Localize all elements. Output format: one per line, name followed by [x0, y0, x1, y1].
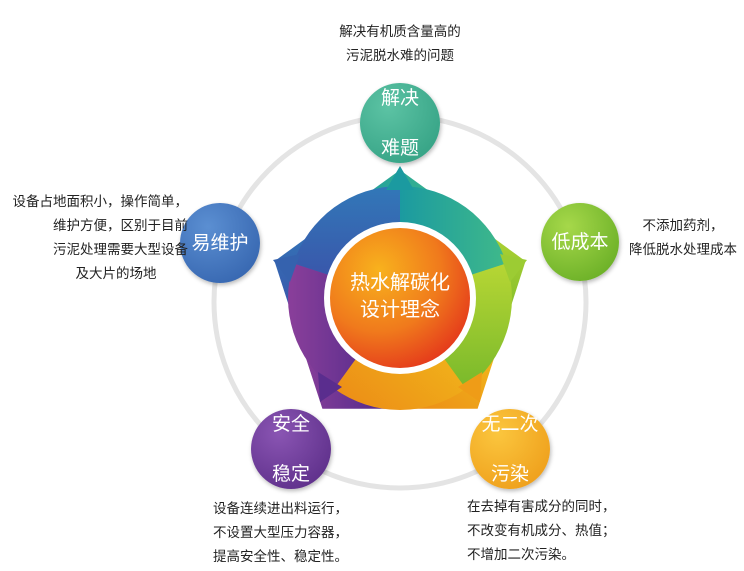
desc-bottom-right-line1: 在去掉有害成分的同时， [467, 499, 616, 515]
node-safe-stable-line2: 稳定 [271, 462, 310, 485]
node-no-secondary-pollution: 无二次 污染 [470, 409, 550, 489]
node-safe-stable-line1: 安全 [271, 412, 310, 435]
node-easy-maintenance: 易维护 [180, 203, 260, 283]
node-low-cost-label: 低成本 [551, 230, 609, 253]
node-solve-problem-line2: 难题 [380, 136, 419, 159]
node-easy-maintenance-label: 易维护 [191, 231, 249, 254]
node-solve-problem: 解决 难题 [360, 83, 440, 163]
center-title-line1: 热水解碳化 [350, 270, 450, 294]
desc-safe-stable: 设备连续进出料运行， 不设置大型压力容器， 提高安全性、稳定性。 [213, 497, 348, 569]
node-no-pollution-line2: 污染 [490, 462, 529, 485]
pointer-left [273, 254, 300, 282]
node-low-cost: 低成本 [541, 203, 619, 281]
pointer-top [386, 166, 414, 190]
center-title: 热水解碳化 设计理念 [335, 269, 465, 323]
desc-bottom-left-line2: 不设置大型压力容器， [213, 525, 348, 541]
desc-easy-maintenance: 设备占地面积小，操作简单， 维护方便，区别于目前 污泥处理需要大型设备 及大片的… [4, 190, 189, 286]
desc-bottom-right-line3: 不增加二次污染。 [467, 547, 575, 563]
desc-bottom-right-line2: 不改变有机成分、热值； [467, 523, 616, 539]
desc-left-line3: 污泥处理需要大型设备 [53, 242, 188, 258]
desc-bottom-left-line3: 提高安全性、稳定性。 [213, 549, 348, 565]
node-no-pollution-line1: 无二次 [481, 412, 539, 435]
node-safe-stable: 安全 稳定 [251, 409, 331, 489]
desc-right-line1: 不添加药剂， [642, 218, 724, 234]
desc-top-line1: 解决有机质含量高的 [339, 24, 461, 40]
desc-right-line2: 降低脱水处理成本 [629, 242, 737, 258]
desc-left-line4: 及大片的场地 [75, 266, 157, 282]
desc-solve-problem: 解决有机质含量高的 污泥脱水难的问题 [327, 20, 473, 68]
node-solve-problem-line1: 解决 [380, 86, 419, 109]
pointer-bottom-left [318, 372, 342, 402]
desc-low-cost: 不添加药剂， 降低脱水处理成本 [624, 214, 742, 262]
desc-top-line2: 污泥脱水难的问题 [346, 48, 454, 64]
center-title-line2: 设计理念 [360, 297, 440, 321]
pointer-bottom-right [458, 372, 482, 402]
desc-no-secondary-pollution: 在去掉有害成分的同时， 不改变有机成分、热值； 不增加二次污染。 [467, 495, 616, 567]
desc-left-line1: 设备占地面积小，操作简单， [12, 194, 189, 210]
desc-left-line2: 维护方便，区别于目前 [53, 218, 188, 234]
pointer-right [500, 254, 527, 282]
center-circle [330, 228, 470, 368]
desc-bottom-left-line1: 设备连续进出料运行， [213, 501, 348, 517]
ring-pointers [273, 166, 527, 402]
